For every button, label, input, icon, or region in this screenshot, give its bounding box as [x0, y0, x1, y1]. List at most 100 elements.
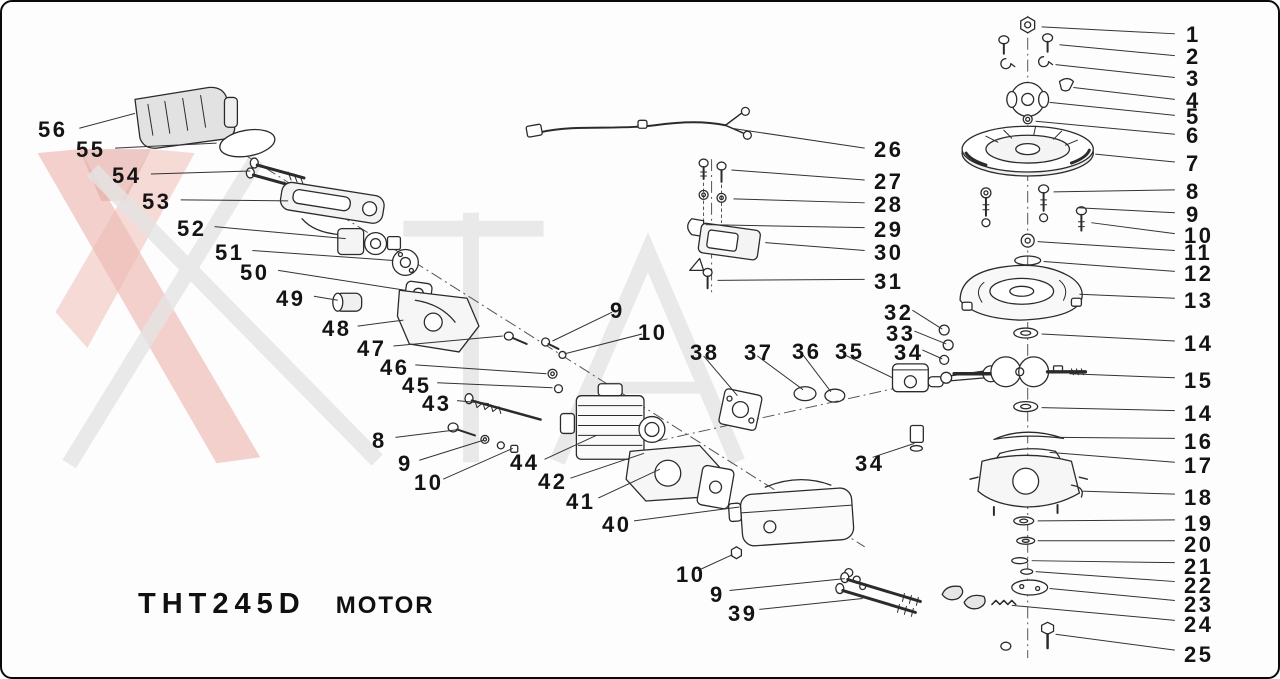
leader-line-9 — [729, 578, 845, 592]
flywheel-nut — [1020, 16, 1036, 34]
leader-line-53 — [180, 199, 289, 202]
leader-line-10 — [697, 554, 733, 572]
leader-line-28 — [733, 198, 865, 204]
leader-line-51 — [252, 250, 394, 261]
clutch-assembly — [941, 579, 1049, 610]
circlips — [938, 324, 954, 365]
clutch-bolt-25 — [1000, 621, 1055, 651]
piston-rings — [793, 386, 846, 403]
leader-line-10 — [1091, 222, 1175, 235]
leader-line-52 — [214, 226, 346, 240]
engine-shroud — [396, 289, 480, 353]
leader-line-1 — [1041, 26, 1175, 35]
leader-line-16 — [1059, 436, 1175, 439]
throttle-bracket — [279, 181, 385, 236]
carb-spacer — [391, 248, 419, 277]
leader-line-27 — [731, 169, 865, 181]
leader-line-19 — [1037, 519, 1175, 522]
leader-line-18 — [1081, 490, 1175, 495]
leader-lines — [79, 26, 1175, 651]
leader-line-54 — [150, 170, 251, 175]
starter-pawl-clips — [1000, 56, 1075, 92]
leader-line-33 — [914, 330, 947, 345]
spring-bolt — [464, 393, 542, 421]
leader-line-6 — [1035, 120, 1175, 135]
piston — [891, 363, 944, 393]
leader-line-26 — [731, 127, 865, 149]
leader-line-13 — [1079, 293, 1175, 299]
grommet — [332, 292, 363, 312]
leader-line-32 — [912, 309, 943, 330]
crankcase-mid — [625, 444, 735, 510]
leader-line-34 — [872, 442, 915, 458]
leader-line-11 — [1037, 241, 1175, 252]
leader-line-56 — [79, 112, 136, 129]
leader-line-37 — [757, 355, 804, 391]
exhaust-gasket — [718, 388, 763, 431]
washer-14-lower — [1013, 400, 1039, 413]
leader-line-55 — [115, 142, 217, 149]
leader-line-29 — [705, 224, 865, 229]
washer-6 — [1022, 114, 1033, 125]
leader-line-35 — [844, 354, 893, 379]
leader-line-8 — [1053, 189, 1175, 193]
washer-20 — [1016, 536, 1036, 545]
leader-line-44 — [544, 434, 597, 460]
crankcase — [969, 454, 1089, 516]
leader-line-8 — [395, 428, 460, 438]
leader-line-9 — [419, 439, 484, 461]
cylinder — [559, 383, 666, 460]
crankshaft — [952, 356, 1088, 388]
center-axes — [172, 15, 1029, 659]
washer-14-upper — [1013, 327, 1039, 339]
leader-line-40 — [633, 506, 740, 522]
leader-line-17 — [1049, 451, 1175, 463]
washer-19 — [1013, 516, 1035, 526]
flywheel-bolts — [980, 184, 1088, 232]
leader-line-48 — [357, 319, 404, 327]
leader-line-14 — [1041, 333, 1175, 342]
leader-line-30 — [765, 242, 865, 252]
leader-line-3 — [1055, 64, 1175, 79]
leader-line-23 — [1049, 588, 1175, 601]
leader-line-47 — [393, 335, 503, 347]
leader-line-39 — [759, 597, 863, 610]
leader-line-36 — [802, 354, 832, 392]
flywheel — [961, 125, 1094, 177]
carburetor — [337, 228, 402, 256]
model-number: THT245D — [138, 588, 306, 620]
wiring-harness — [525, 106, 752, 140]
leader-line-43 — [457, 400, 489, 405]
leader-line-25 — [1055, 633, 1175, 651]
leader-line-49 — [313, 295, 338, 301]
leader-line-7 — [1095, 153, 1175, 163]
leader-line-45 — [437, 382, 553, 389]
mid-small-fasteners — [503, 331, 567, 394]
washer-22 — [1020, 568, 1034, 575]
leader-line-5 — [1049, 101, 1175, 116]
leader-line-10 — [564, 333, 643, 355]
gasket-16 — [993, 431, 1065, 441]
leader-line-46 — [415, 364, 547, 375]
leader-line-21 — [1031, 560, 1175, 564]
diagram-title: THT245D MOTOR — [138, 588, 435, 621]
cylinder-dowel — [909, 424, 924, 452]
washer-21 — [1011, 557, 1029, 565]
leader-line-15 — [1069, 373, 1175, 379]
leader-line-10 — [442, 447, 513, 480]
starter-pulley — [1006, 81, 1050, 117]
muffler-fasteners — [730, 546, 922, 617]
muffler — [727, 478, 855, 547]
leader-line-2 — [1059, 44, 1175, 57]
leader-line-4 — [1073, 86, 1175, 100]
ignition-module — [687, 158, 761, 290]
leader-line-24 — [1011, 604, 1175, 621]
leader-line-50 — [278, 269, 406, 291]
fan-housing — [959, 264, 1083, 321]
leader-line-42 — [570, 452, 645, 479]
air-filter — [219, 128, 276, 158]
pawl-bolts — [998, 33, 1054, 55]
leader-line-14 — [1041, 407, 1175, 412]
